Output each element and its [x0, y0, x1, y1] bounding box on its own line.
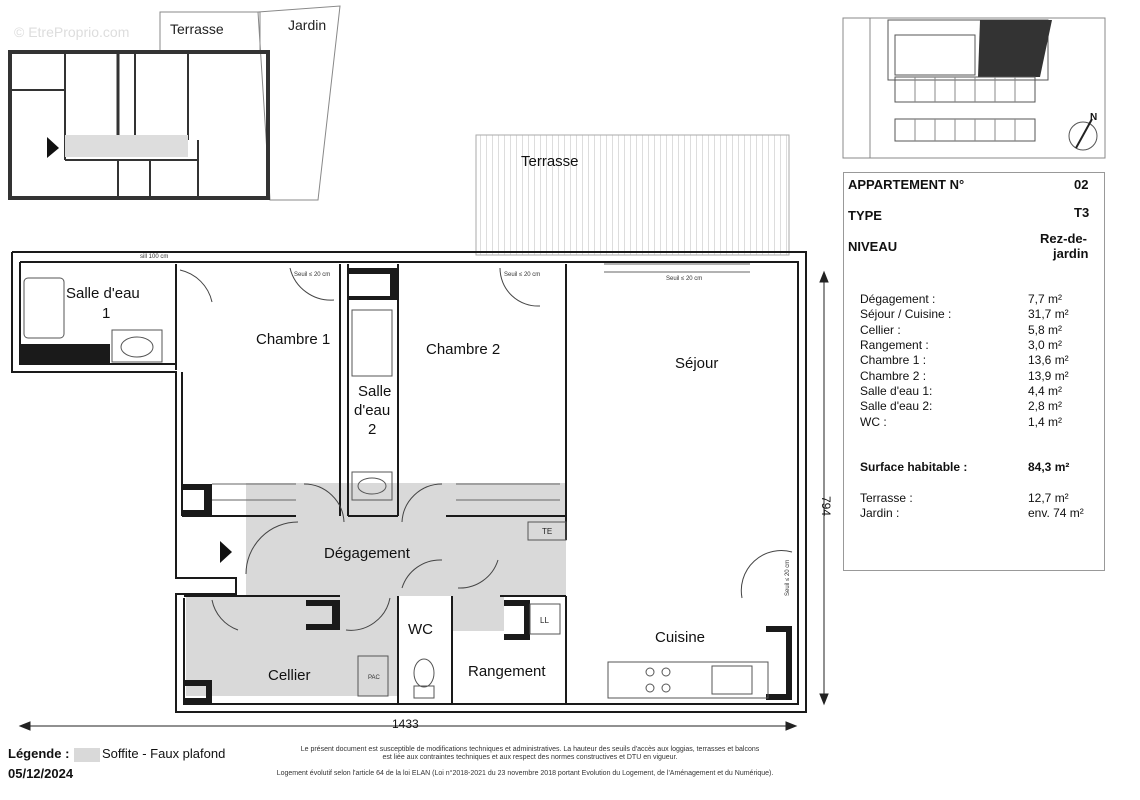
wc-label: WC — [408, 621, 433, 638]
degagement-label: Dégagement — [324, 545, 411, 562]
area-value-salle-eau-2: 2,8 m² — [1028, 399, 1063, 413]
surface-habitable-value: 84,3 m² — [1028, 460, 1070, 474]
area-value-sejour: 31,7 m² — [1028, 307, 1069, 321]
pac-label: PAC — [368, 675, 381, 681]
legend-soffit-label: Soffite - Faux plafond — [102, 746, 226, 761]
jardin-area-label: Jardin : — [860, 506, 900, 520]
terrasse-label: Terrasse — [521, 153, 579, 170]
area-value-wc: 1,4 m² — [1028, 415, 1063, 429]
apartment-info-panel: APPARTEMENT N° 02 TYPE T3 NIVEAU Rez-de-… — [843, 172, 1105, 571]
soffit-degagement — [246, 483, 566, 596]
mini-floor-plan: Terrasse Jardin — [8, 5, 341, 201]
salle-eau-1-label-line1: Salle d'eau — [66, 285, 140, 302]
compass-icon — [1068, 121, 1098, 151]
niveau-label: NIVEAU — [848, 239, 898, 254]
area-value-degagement: 7,7 m² — [1028, 292, 1063, 306]
area-label-degagement: Dégagement : — [860, 292, 936, 306]
appartement-value: 02 — [1074, 177, 1089, 192]
area-value-rangement: 3,0 m² — [1028, 338, 1063, 352]
mini-jardin-label: Jardin — [288, 17, 326, 33]
area-value-cellier: 5,8 m² — [1028, 323, 1063, 337]
terrasse-area-label: Terrasse : — [860, 491, 913, 505]
area-label-rangement: Rangement : — [860, 338, 929, 352]
north-label: N — [1090, 112, 1097, 123]
height-dimension: 794 — [819, 496, 833, 516]
chambre-1-label: Chambre 1 — [256, 331, 330, 348]
entry-arrow-icon — [220, 541, 232, 563]
cuisine-label: Cuisine — [655, 629, 705, 646]
ll-label: LL — [540, 616, 549, 625]
jardin-area-value: env. 74 m² — [1028, 506, 1084, 520]
plan-date: 05/12/2024 — [8, 766, 74, 781]
te-label: TE — [542, 527, 552, 536]
sejour-label: Séjour — [675, 355, 718, 372]
rangement-label: Rangement — [468, 663, 546, 680]
area-label-cellier: Cellier : — [860, 323, 901, 337]
surface-habitable-label: Surface habitable : — [860, 460, 968, 474]
soffit-cellier — [186, 596, 398, 696]
seuil-annotation-1: Seuil ≤ 20 cm — [294, 272, 330, 278]
salle-eau-2-label-line1: Salle — [358, 383, 391, 400]
legend-title: Légende : — [8, 746, 70, 761]
footer-note-line3: Logement évolutif selon l'article 64 de … — [276, 770, 774, 777]
area-label-salle-eau-1: Salle d'eau 1: — [860, 384, 933, 398]
chambre-2-label: Chambre 2 — [426, 341, 500, 358]
floor-plan: Terrasse — [11, 134, 833, 731]
area-label-chambre-2: Chambre 2 : — [860, 369, 927, 383]
seuil-annotation-3: Seuil ≤ 20 cm — [666, 276, 702, 282]
niveau-value-line2: jardin — [1053, 246, 1089, 261]
cellier-label: Cellier — [268, 667, 311, 684]
salle-eau-2-label-line2: d'eau — [354, 402, 390, 419]
terrasse-area-value: 12,7 m² — [1028, 491, 1069, 505]
width-dimension: 1433 — [392, 717, 419, 731]
area-label-sejour: Séjour / Cuisine : — [860, 307, 952, 321]
seuil-annotation-side: Seuil ≤ 20 cm — [785, 560, 791, 596]
salle-eau-1-label-line2: 1 — [102, 305, 110, 322]
footer-note-line2: est liée aux contraintes techniques et a… — [382, 754, 678, 761]
area-label-wc: WC : — [860, 415, 887, 429]
area-value-salle-eau-1: 4,4 m² — [1028, 384, 1063, 398]
footer-note-line1: Le présent document est susceptible de m… — [300, 746, 760, 753]
terrasse-area — [475, 134, 790, 256]
mini-terrasse-label: Terrasse — [170, 21, 224, 37]
type-label: TYPE — [848, 208, 882, 223]
site-plan: N — [842, 17, 1106, 159]
salle-eau-2-label-line3: 2 — [368, 421, 376, 438]
watermark: © EtreProprio.com — [14, 24, 130, 40]
area-label-salle-eau-2: Salle d'eau 2: — [860, 399, 933, 413]
legend-soffit-swatch — [74, 748, 100, 762]
soffit-rangement — [452, 596, 504, 631]
niveau-value-line1: Rez-de- — [1040, 231, 1087, 246]
seuil-annotation-2: Seuil ≤ 20 cm — [504, 272, 540, 278]
type-value: T3 — [1074, 205, 1090, 220]
area-value-chambre-2: 13,9 m² — [1028, 369, 1069, 383]
appartement-label: APPARTEMENT N° — [848, 177, 965, 192]
sill-annotation: sill 100 cm — [140, 254, 168, 260]
area-value-chambre-1: 13,6 m² — [1028, 353, 1069, 367]
area-label-chambre-1: Chambre 1 : — [860, 353, 927, 367]
